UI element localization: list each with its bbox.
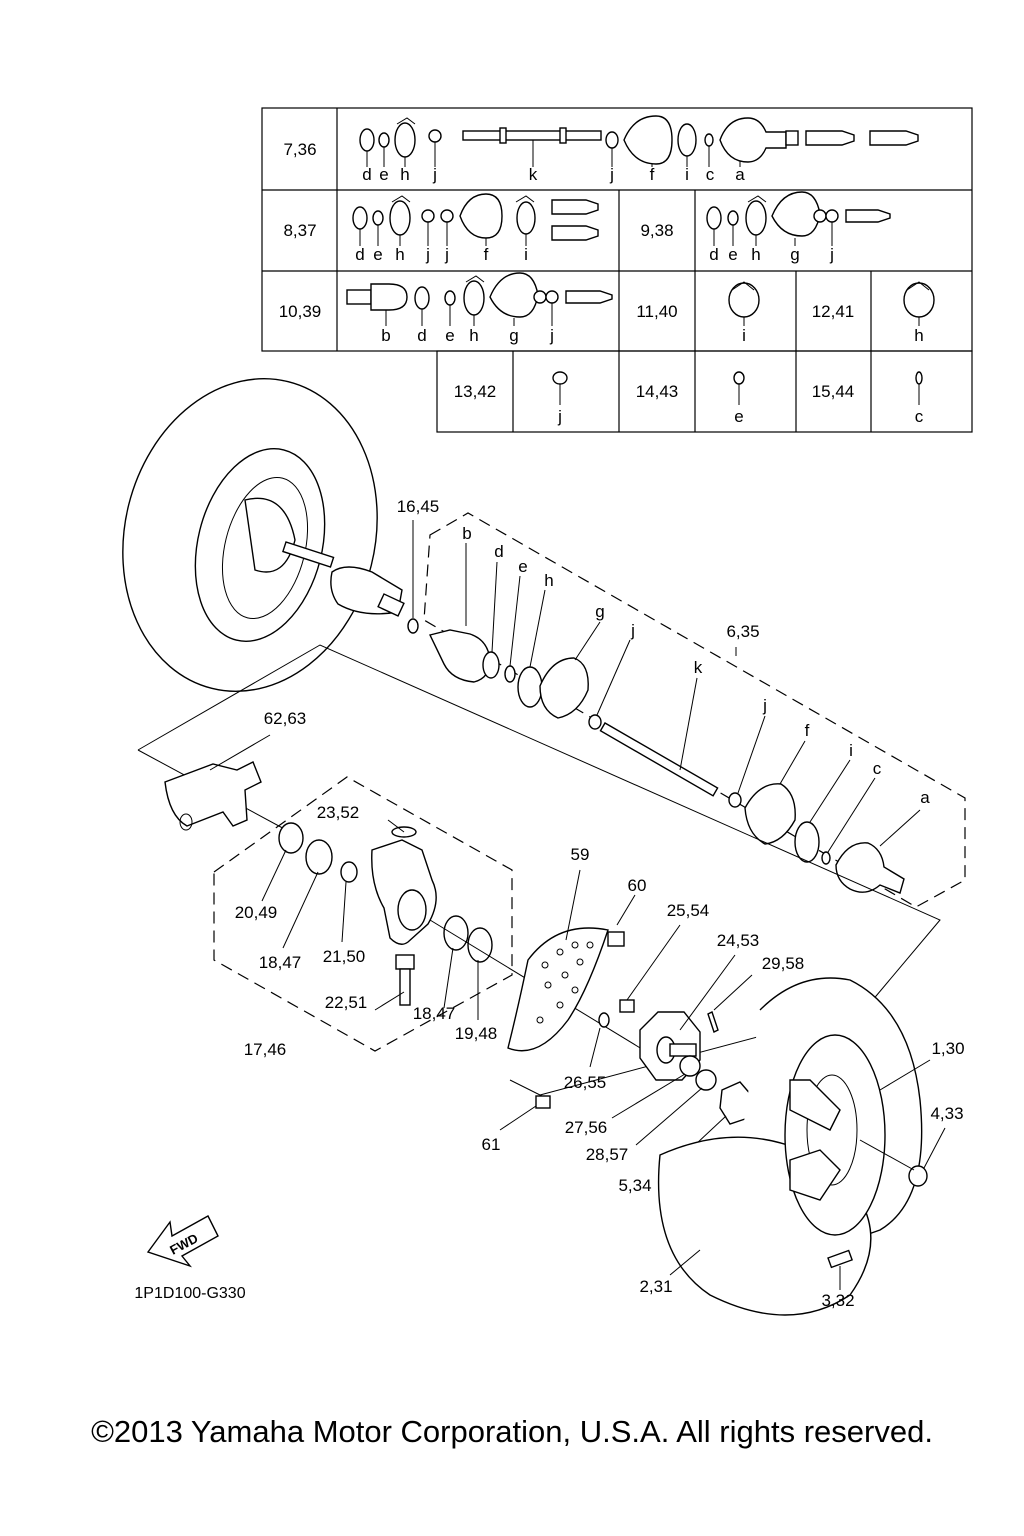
callout-label: 26,55 (564, 1073, 607, 1092)
row-letter: i (742, 326, 746, 345)
copyright-notice: ©2013 Yamaha Motor Corporation, U.S.A. A… (91, 1414, 933, 1449)
callout-label: 22,51 (325, 993, 368, 1012)
row-letter: h (400, 165, 409, 184)
row-letter: j (829, 245, 834, 264)
row-ref: 11,40 (636, 302, 677, 321)
callout-label: 29,58 (762, 954, 805, 973)
row-letter: j (432, 165, 437, 184)
row-letter: j (425, 245, 430, 264)
forward-arrow-icon: FWD (146, 1215, 219, 1268)
part-letter: c (873, 759, 882, 778)
part-letter: h (544, 571, 553, 590)
row-letter: d (355, 245, 364, 264)
callout-label: 19,48 (455, 1024, 498, 1043)
callout-label: 3,32 (821, 1291, 854, 1310)
callout-label: 21,50 (323, 947, 366, 966)
callout-label: 17,46 (244, 1040, 287, 1059)
part-letter: g (595, 602, 604, 621)
row-ref: 7,36 (283, 140, 316, 159)
row-9-38-parts (706, 191, 891, 246)
part-letter: e (518, 557, 527, 576)
row-letter: i (685, 165, 689, 184)
row-letter: d (417, 326, 426, 345)
row-letter: j (609, 165, 614, 184)
row-ref: 14,43 (636, 382, 679, 401)
callout-label: 61 (482, 1135, 501, 1154)
callout-label: 18,47 (259, 953, 302, 972)
row-letter: e (373, 245, 382, 264)
callout-label: 4,33 (930, 1104, 963, 1123)
row-letter: e (379, 165, 388, 184)
wheel-assembly-bottom (657, 977, 946, 1316)
row-ref: 8,37 (283, 221, 316, 240)
row-letter: j (557, 407, 562, 426)
row-7-36-parts (359, 115, 919, 167)
row-8-37-parts (352, 193, 599, 246)
driveshaft-kit-boundary (423, 512, 966, 908)
row-letter: j (549, 326, 554, 345)
part-letter: f (805, 721, 810, 740)
part-letter: j (630, 621, 635, 640)
row-letter: f (484, 245, 489, 264)
row-10-39-parts (346, 272, 935, 405)
knuckle-hub-assembly (137, 644, 941, 1174)
callout-label: 28,57 (586, 1145, 629, 1164)
row-letter: h (751, 245, 760, 264)
wheel-assembly-top (122, 378, 419, 692)
row-ref: 10,39 (279, 302, 322, 321)
callout-label: 60 (628, 876, 647, 895)
callout-label: 62,63 (264, 709, 307, 728)
row-letter: g (790, 245, 799, 264)
callout-label: 5,34 (618, 1176, 651, 1195)
row-letter: b (381, 326, 390, 345)
parts-kit-table: 7,36 8,37 9,38 10,39 11,40 12,41 13,42 1… (261, 107, 973, 433)
callout-label: 23,52 (317, 803, 360, 822)
row-letter: a (735, 165, 745, 184)
callout-label: 2,31 (639, 1277, 672, 1296)
driveshaft-exploded-parts (428, 543, 921, 894)
part-letter: k (694, 658, 703, 677)
row-letter: h (395, 245, 404, 264)
callout-label: 24,53 (717, 931, 760, 950)
row-ref: 9,38 (640, 221, 673, 240)
row-letter: e (734, 407, 743, 426)
row-letter: d (709, 245, 718, 264)
row-letter: j (444, 245, 449, 264)
callout-label: 1,30 (931, 1039, 964, 1058)
callout-label: 16,45 (397, 497, 440, 516)
row-ref: 12,41 (812, 302, 855, 321)
part-letter: j (762, 696, 767, 715)
callout-label: 6,35 (726, 622, 759, 641)
row-ref: 13,42 (454, 382, 497, 401)
diagram-code: 1P1D100-G330 (134, 1285, 245, 1302)
row-letter: h (469, 326, 478, 345)
callout-label: 27,56 (565, 1118, 608, 1137)
row-letter: f (650, 165, 655, 184)
part-letter: d (494, 542, 503, 561)
row-letter: k (529, 165, 538, 184)
callout-labels: 16,45 6,35 62,63 23,52 20,49 18,47 21,50… (235, 497, 965, 1310)
part-letter: a (920, 788, 930, 807)
row-letter: e (445, 326, 454, 345)
callout-label: 20,49 (235, 903, 278, 922)
row-letter: h (914, 326, 923, 345)
callout-label: 25,54 (667, 901, 710, 920)
row-letter: c (915, 407, 924, 426)
row-letter: i (524, 245, 528, 264)
row-letter: e (728, 245, 737, 264)
part-letter: i (849, 741, 853, 760)
callout-label: 59 (571, 845, 590, 864)
callout-label: 18,47 (413, 1004, 456, 1023)
row-ref: 15,44 (812, 382, 855, 401)
row-letter: d (362, 165, 371, 184)
row-letter: g (509, 326, 518, 345)
part-letter: b (462, 524, 471, 543)
row-letter: c (706, 165, 715, 184)
